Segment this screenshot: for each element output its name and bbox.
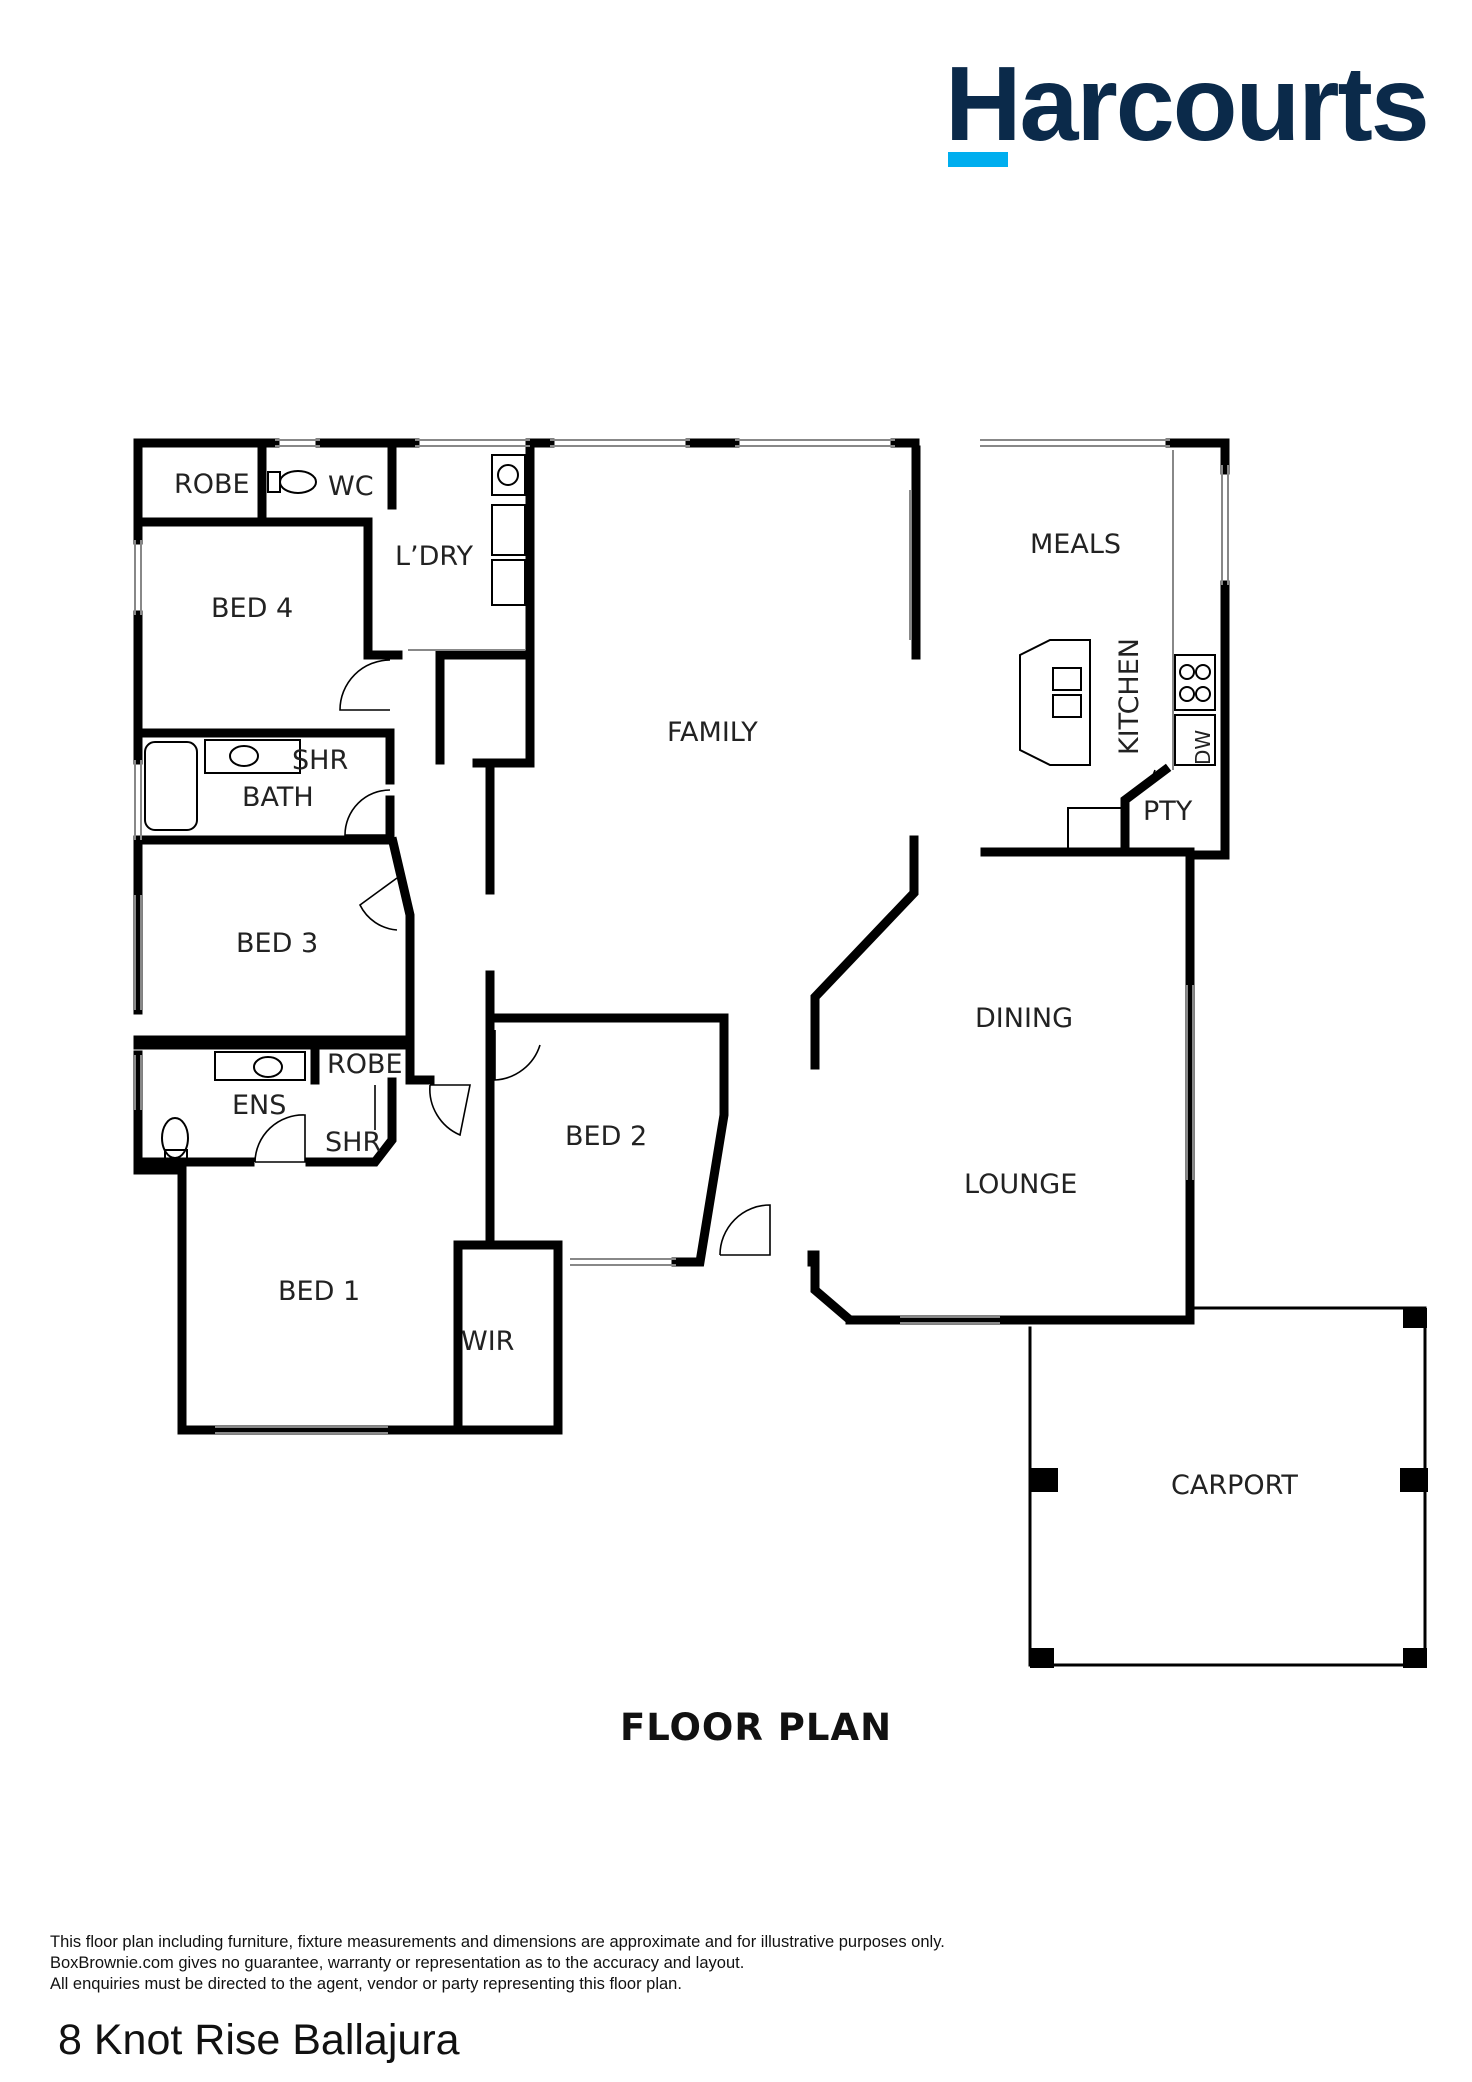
room-label-ensuite: ENS <box>232 1090 286 1121</box>
room-label-laundry: L’DRY <box>395 541 473 572</box>
room-label-shower-2: SHR <box>325 1127 381 1158</box>
walls <box>133 438 1230 1435</box>
interior-walls <box>133 438 1195 1435</box>
kitchen-island-icon <box>1019 639 1091 766</box>
room-label-kitchen: KITCHEN <box>1114 638 1145 755</box>
room-label-robe-2: ROBE <box>327 1049 403 1080</box>
room-label-robe: ROBE <box>174 469 250 500</box>
cooktop-icon <box>1174 654 1216 711</box>
disclaimer: This floor plan including furniture, fix… <box>50 1932 945 1995</box>
room-label-bath: BATH <box>242 782 314 813</box>
room-label-family: FAMILY <box>667 717 758 748</box>
property-address: 8 Knot Rise Ballajura <box>58 2016 460 2064</box>
room-label-bed-3: BED 3 <box>236 928 318 959</box>
room-label-wc: WC <box>328 471 374 502</box>
disclaimer-line: This floor plan including furniture, fix… <box>50 1933 945 1951</box>
room-label-shower: SHR <box>292 745 348 776</box>
harcourts-logo: Harcourts <box>945 45 1430 167</box>
room-label-dishwasher: DW <box>1191 730 1215 765</box>
room-label-bed-4: BED 4 <box>211 593 293 624</box>
fixtures <box>144 454 1216 1161</box>
room-labels: ROBE WC L’DRY BED 4 SHR BATH BED 3 ROBE … <box>174 469 1298 1501</box>
floor-plan-diagram: ROBE WC L’DRY BED 4 SHR BATH BED 3 ROBE … <box>133 438 1428 1668</box>
room-label-bed-2: BED 2 <box>565 1121 647 1152</box>
basin-icon <box>253 1056 283 1078</box>
ensuite-toilet-icon <box>161 1117 189 1159</box>
doors <box>254 659 1156 1256</box>
disclaimer-line: BoxBrownie.com gives no guarantee, warra… <box>50 1954 745 1972</box>
room-label-carport: CARPORT <box>1171 1470 1298 1501</box>
logo-wordmark: Harcourts <box>945 45 1428 163</box>
room-label-bed-1: BED 1 <box>278 1276 360 1307</box>
room-label-lounge: LOUNGE <box>964 1169 1077 1200</box>
room-label-wir: WIR <box>461 1326 514 1357</box>
logo-accent-bar <box>948 152 1008 167</box>
windows <box>134 439 1229 1434</box>
toilet-icon <box>279 470 317 494</box>
disclaimer-line: All enquiries must be directed to the ag… <box>50 1975 682 1993</box>
room-label-dining: DINING <box>975 1003 1073 1034</box>
room-label-pantry: PTY <box>1143 796 1193 827</box>
floor-plan-title: FLOOR PLAN <box>619 1706 893 1749</box>
room-label-meals: MEALS <box>1030 529 1121 560</box>
carport <box>1028 1306 1428 1668</box>
laundry-trough-icon <box>491 454 526 496</box>
bath-tub-icon <box>144 741 198 831</box>
